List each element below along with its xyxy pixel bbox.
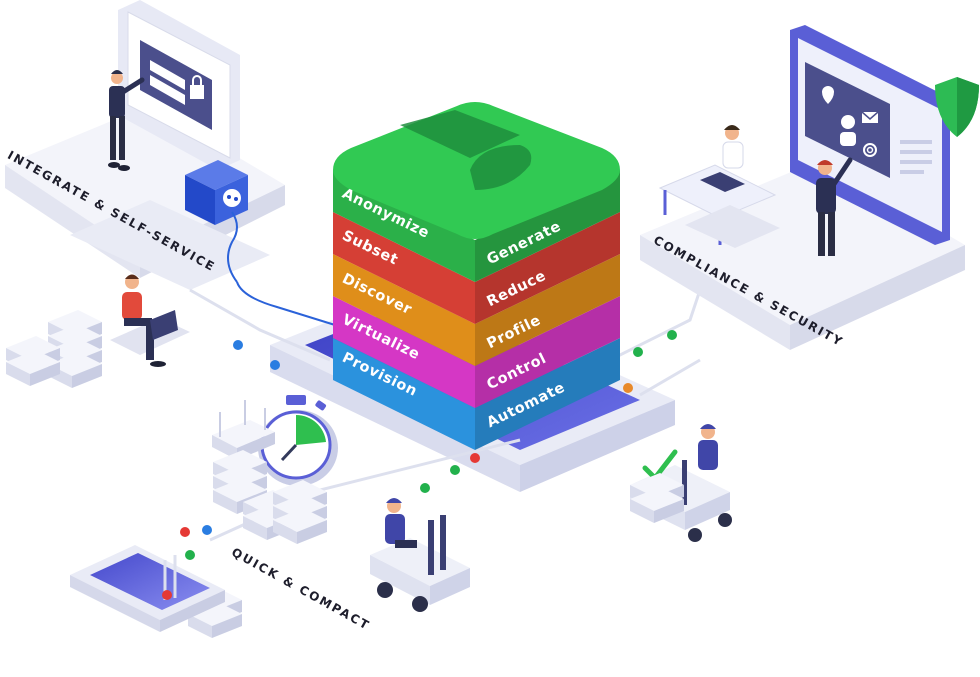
stack-layer-left-face	[333, 170, 475, 282]
database-logo-icon	[400, 110, 532, 190]
stack-layer-right-face	[475, 212, 620, 324]
person-with-laptop	[110, 274, 190, 367]
person-at-monitor	[816, 157, 853, 256]
stack-layer-left-face	[333, 254, 475, 366]
tablet-device	[118, 0, 240, 170]
stack-layer-left-face	[333, 212, 475, 324]
data-stack	[333, 102, 620, 450]
connector-dots	[162, 330, 677, 600]
stopwatch-icon	[258, 395, 338, 486]
location-pin-icon	[822, 86, 834, 104]
person-at-tablet	[108, 70, 145, 171]
server-stack-icon	[6, 310, 102, 388]
power-cable	[236, 281, 336, 326]
stack-layer-right-face	[475, 254, 620, 366]
forklift-icon	[630, 424, 732, 542]
desk-workstation	[658, 125, 780, 248]
fingerprint-icon	[863, 143, 877, 157]
mail-icon	[861, 111, 879, 123]
stack-layer-left-face	[333, 296, 475, 408]
power-socket-icon	[185, 160, 248, 283]
shield-icon	[935, 77, 979, 137]
security-monitor	[790, 25, 979, 245]
small-pit	[70, 545, 225, 632]
lock-icon	[190, 75, 204, 99]
forklift-icon	[370, 498, 470, 612]
stack-layer-right-face	[475, 338, 620, 450]
stack-layer-right-face	[475, 296, 620, 408]
stack-layer-right-face	[475, 170, 620, 282]
stack-layer-left-face	[333, 338, 475, 450]
